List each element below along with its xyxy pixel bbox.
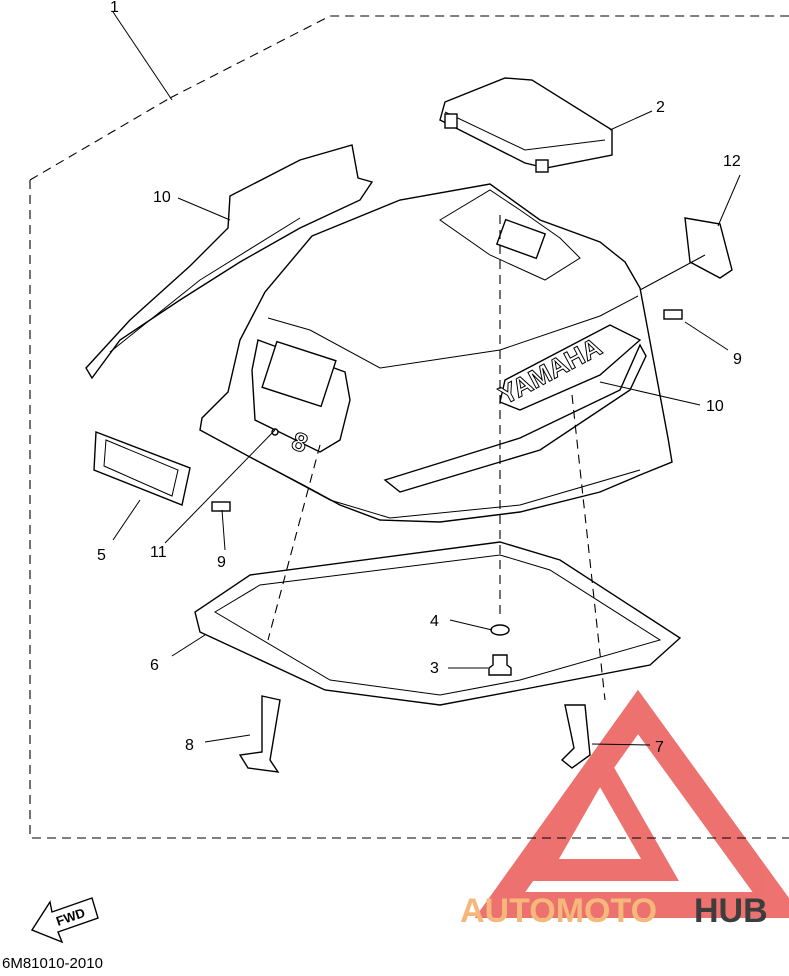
callout-label: 9 — [733, 351, 742, 368]
watermark: AUTOMOTO HUB — [460, 892, 768, 930]
bracket-part — [238, 695, 281, 773]
grommet-small-part — [490, 624, 510, 636]
drawing-code: 6M81010-2010 — [2, 955, 103, 972]
watermark-text: AUTOMOTO — [460, 892, 657, 930]
rubber-seal-part — [194, 541, 682, 706]
bolt-part — [488, 654, 512, 676]
callout-label: 9 — [217, 554, 226, 571]
callout-label: 10 — [153, 189, 171, 206]
screw-part — [663, 309, 683, 320]
callout-label: 10 — [706, 398, 724, 415]
callout-label: 8 — [185, 737, 194, 754]
screw-part — [211, 501, 231, 512]
plate-part — [439, 77, 613, 169]
assembly-boundary — [29, 15, 789, 839]
bracket-part — [560, 704, 591, 769]
callout-label: 1 — [110, 0, 119, 16]
callout-label: 12 — [723, 153, 741, 170]
grommet-part — [93, 431, 191, 506]
watermark-logo — [474, 689, 789, 918]
watermark-text: HUB — [694, 892, 768, 930]
callout-label: 11 — [150, 544, 167, 561]
fwd-arrow-icon: FWD — [30, 897, 99, 944]
pad-part — [684, 217, 733, 279]
callout-label: 6 — [150, 657, 159, 674]
callout-label: 7 — [655, 739, 664, 756]
callout-label: 4 — [430, 613, 439, 630]
callout-label: 3 — [430, 660, 439, 677]
callout-label: 5 — [97, 547, 106, 564]
callout-label: 2 — [656, 99, 665, 116]
